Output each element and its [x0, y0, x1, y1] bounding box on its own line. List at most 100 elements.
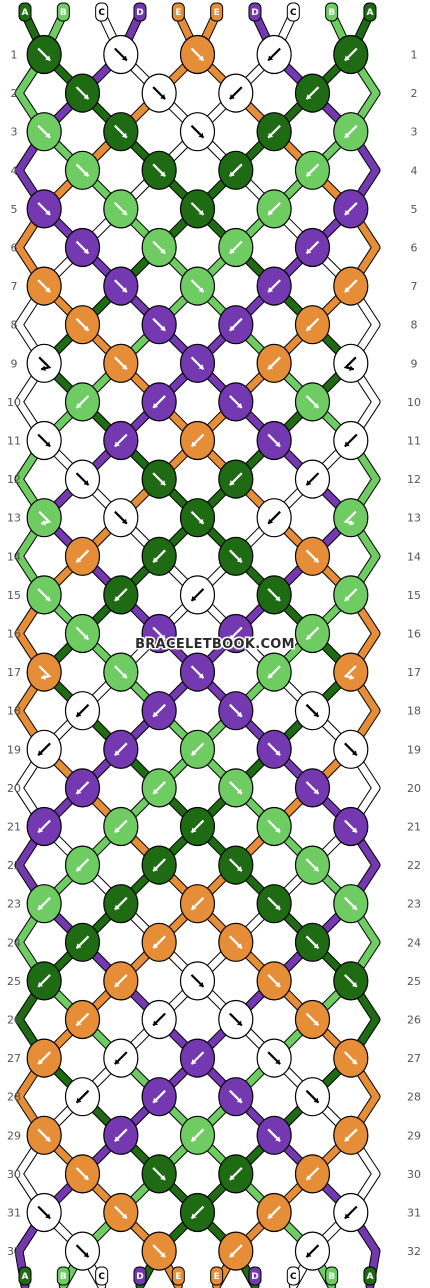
knot [26, 1192, 62, 1233]
strand-label-top: E [214, 8, 220, 18]
row-number-right: 21 [407, 821, 421, 834]
knot [64, 382, 101, 422]
arrow-head-icon [275, 1136, 281, 1142]
row-number-right: 15 [407, 589, 421, 602]
knot [218, 768, 254, 808]
strand-label-bottom: E [214, 1272, 220, 1282]
knot [103, 652, 139, 692]
row-number-right: 22 [407, 859, 421, 872]
arrow-head-icon [313, 866, 319, 872]
arrow-head-icon [268, 209, 274, 215]
row-number-left: 24 [7, 936, 21, 949]
arrow-head-icon [76, 557, 82, 563]
row-number-right: 32 [407, 1245, 421, 1258]
row-number-right: 20 [407, 782, 421, 795]
knot [294, 1077, 331, 1117]
knot [141, 845, 177, 885]
arrow-head-icon [191, 827, 197, 833]
knot [333, 266, 369, 306]
row-number-right: 31 [407, 1207, 421, 1220]
knot [26, 652, 62, 692]
knot [218, 227, 254, 268]
row-number-left: 23 [7, 898, 21, 911]
arrow-head-icon [160, 1252, 166, 1258]
arrow-head-icon [83, 94, 89, 100]
arrow-head-icon [344, 287, 350, 293]
knot [218, 1077, 254, 1117]
row-number-left: 21 [7, 821, 21, 834]
arrow-head-icon [351, 904, 357, 910]
arrow-head-icon [313, 1020, 319, 1026]
row-number-left: 5 [11, 203, 18, 216]
arrow-head-icon [268, 364, 274, 370]
knot [218, 1154, 254, 1194]
arrow-head-icon [275, 750, 281, 756]
arrow-head-icon [83, 634, 89, 640]
knot [179, 34, 216, 75]
arrow-head-icon [198, 55, 204, 61]
row-number-right: 8 [411, 319, 418, 332]
strand-tab-bottom [325, 1266, 339, 1286]
knot [103, 961, 139, 1001]
row-number-right: 6 [411, 242, 418, 255]
row-number-left: 2 [11, 87, 18, 100]
row-number-right: 19 [407, 743, 421, 756]
strand-label-top: D [136, 8, 143, 18]
knot [141, 536, 177, 576]
knot [294, 768, 331, 808]
row-number-left: 17 [7, 666, 21, 679]
knot [218, 999, 254, 1040]
strand-tab-top [95, 2, 109, 22]
knot [333, 343, 369, 383]
knot [64, 459, 101, 499]
arrow-head-icon [349, 519, 354, 526]
arrow-head-icon [275, 1059, 281, 1065]
knot [218, 691, 254, 731]
arrow-head-icon [229, 1174, 235, 1180]
arrow-head-icon [229, 325, 235, 331]
knot [64, 150, 101, 190]
knot [256, 343, 292, 383]
knot [103, 884, 139, 924]
knot [256, 575, 292, 615]
knot [256, 1192, 292, 1233]
knot [179, 343, 216, 383]
knot [294, 382, 331, 422]
knot [103, 189, 139, 229]
row-number-right: 28 [407, 1091, 421, 1104]
knot [256, 420, 292, 461]
row-number-left: 1 [11, 49, 18, 62]
arrow-head-icon [114, 750, 120, 756]
arrow-head-icon [121, 55, 127, 61]
arrow-head-icon [45, 209, 51, 215]
arrow-head-icon [198, 364, 204, 370]
arrow-head-icon [268, 673, 274, 679]
knot [103, 1038, 139, 1078]
arrow-head-icon [121, 209, 127, 215]
strand-tab-bottom [56, 1266, 70, 1286]
arrow-head-icon [275, 904, 281, 910]
knot [333, 1038, 369, 1078]
arrow-head-icon [236, 943, 242, 949]
arrow-head-icon [236, 788, 242, 794]
arrow-head-icon [83, 1252, 89, 1258]
arrow-head-icon [153, 1097, 159, 1103]
knot [26, 961, 62, 1001]
arrow-head-icon [38, 904, 44, 910]
watermark-text: BRACELETBOOK.COM [135, 637, 295, 652]
knot [64, 999, 101, 1040]
arrow-head-icon [76, 1020, 82, 1026]
arrow-head-icon [344, 1213, 350, 1219]
row-number-left: 30 [7, 1168, 21, 1181]
strand-label-top: B [60, 8, 67, 18]
knot [141, 1154, 177, 1194]
arrow-head-icon [268, 287, 274, 293]
arrow-head-icon [198, 981, 204, 987]
knot [141, 999, 177, 1040]
row-number-right: 12 [407, 473, 421, 486]
arrow-head-icon [275, 441, 281, 447]
arrow-head-icon [114, 1136, 120, 1142]
row-number-right: 7 [411, 280, 418, 293]
strand-tab-bottom [133, 1266, 147, 1286]
arrow-head-icon [76, 788, 82, 794]
